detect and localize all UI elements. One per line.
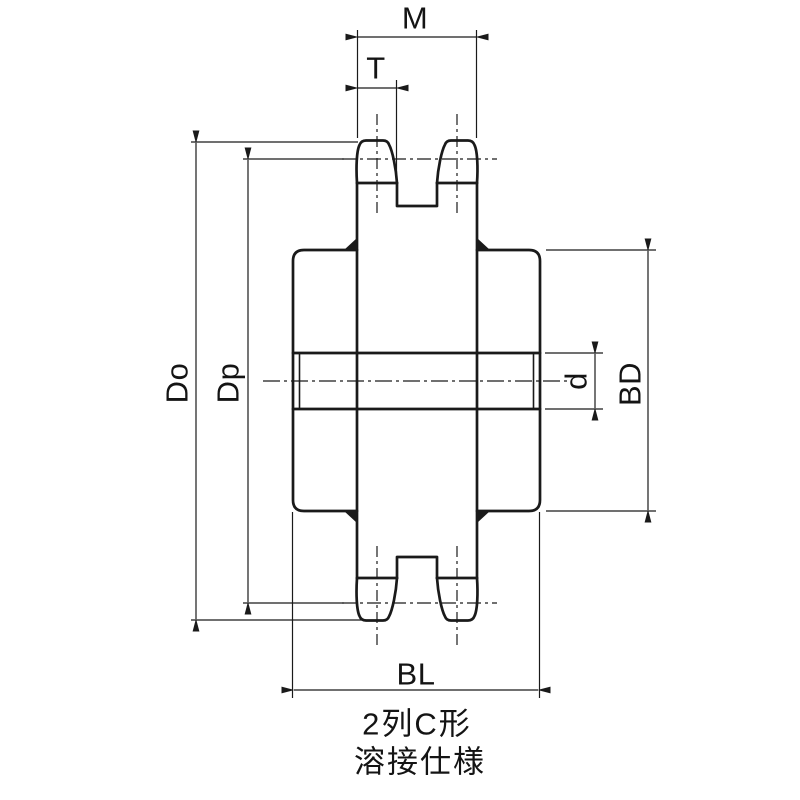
tooth-top-left (355, 139, 399, 185)
hub-right (475, 248, 542, 513)
tooth-bottom-right (435, 576, 479, 622)
dim-label-t: T (366, 50, 386, 86)
dim-label-dp: Dp (210, 362, 246, 404)
extension-lines (191, 30, 656, 698)
weld-symbols (344, 238, 490, 523)
dim-label-do: Do (159, 362, 195, 404)
dim-label-m: M (401, 0, 429, 36)
weld-triangle (477, 511, 490, 523)
dim-label-bl: BL (396, 656, 436, 692)
tooth-top-right (435, 139, 479, 185)
caption-line1: 2列C形 (362, 706, 472, 742)
bore-chamfer-lines (298, 353, 535, 409)
weld-triangle (344, 511, 357, 523)
tooth-bottom-left (355, 576, 399, 622)
bottom-notch (395, 555, 439, 580)
dim-label-bd: BD (612, 361, 648, 407)
weld-triangle (344, 238, 357, 250)
weld-triangle (477, 238, 490, 250)
dim-label-d: d (558, 372, 594, 390)
caption-line2: 溶接仕様 (354, 744, 486, 780)
center-lines (263, 114, 568, 648)
hub-left (291, 248, 359, 513)
dimension-lines (192, 33, 652, 694)
top-notch (395, 181, 439, 208)
